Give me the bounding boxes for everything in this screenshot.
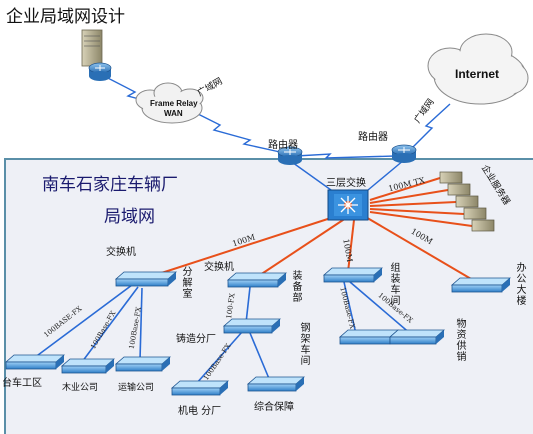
core-switch-label: 三层交换 (326, 178, 366, 189)
router-icon-top-left (88, 62, 112, 81)
frame-relay-label: Frame Relay (150, 99, 198, 108)
internet-label: Internet (455, 67, 500, 81)
frame-relay-cloud-icon (135, 82, 204, 124)
leaf-taiche-label: 台车工区 (2, 378, 42, 389)
router-icon-right (391, 144, 417, 163)
switch-icon-taiche (4, 354, 66, 370)
dept-zuzhuang-label: 组装车间 (388, 262, 399, 306)
switch-icon-yunshu (114, 356, 172, 372)
switch-icon-gangjia (338, 329, 400, 345)
page-title: 企业局域网设计 (6, 7, 125, 27)
switch-icon-zonghe (246, 376, 306, 392)
router-right-label: 路由器 (358, 132, 388, 143)
leaf-zonghe-label: 综合保障 (254, 402, 294, 413)
server-tower-icon (81, 29, 103, 67)
switch-icon-muye (60, 358, 116, 374)
dept-fenjie-label: 分解室 (180, 266, 191, 299)
switch-icon-jidian (170, 380, 230, 396)
switch-icon-zhuzao (222, 318, 282, 334)
switch-icon-bangong (450, 277, 512, 293)
switch-icon-fenjie (114, 271, 178, 287)
switch-icon-zhuangbei (226, 272, 288, 288)
campus-subtitle: 局域网 (104, 207, 155, 227)
wan-link-internet (407, 103, 451, 153)
internet-cloud-icon (427, 33, 529, 105)
switch-mid-label: 交换机 (204, 262, 234, 273)
dept-zhuzao-label: 铸造分厂 (176, 334, 216, 345)
leaf-yunshu-label: 运输公司 (118, 383, 155, 393)
router-left-label: 路由器 (268, 140, 298, 151)
campus-name: 南车石家庄车辆厂 (42, 175, 178, 195)
wan-link-fr-router (189, 109, 281, 153)
dept-gangjia-label: 钢架车间 (298, 322, 309, 366)
core-switch-icon (327, 189, 369, 221)
dept-wuzi-label: 物资供销 (454, 318, 465, 362)
server-stack-icon (439, 171, 495, 232)
router-icon-left (277, 146, 303, 165)
dept-zhuangbei-label: 装备部 (290, 270, 301, 303)
frame-relay-wan-label: WAN (164, 109, 183, 118)
dept-bangong-label: 办公大楼 (514, 262, 525, 306)
leaf-jidian-label: 机电 分厂 (178, 406, 222, 417)
switch-icon-zuzhuang (322, 267, 384, 283)
wan-link-router-router (295, 153, 396, 159)
switch-icon-wuzi (388, 329, 446, 345)
leaf-muye-label: 木业公司 (62, 383, 99, 393)
switch-left-label: 交换机 (106, 247, 136, 258)
